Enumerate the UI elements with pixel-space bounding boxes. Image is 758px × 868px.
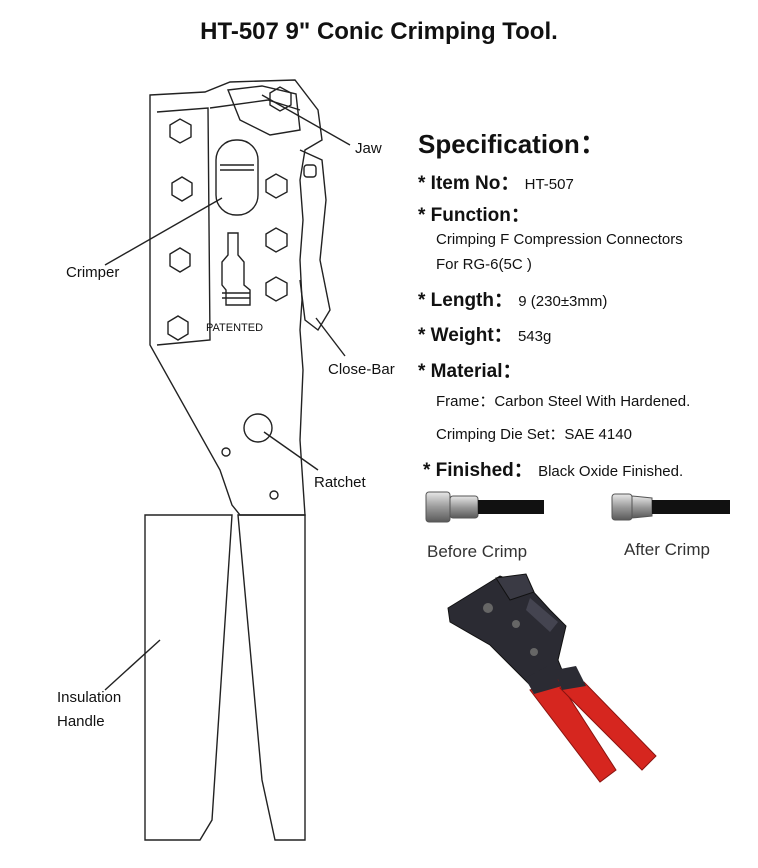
item-no-label: * Item No： (418, 173, 520, 194)
page-title: HT-507 9" Conic Crimping Tool. (200, 18, 558, 45)
right-handle (237, 514, 306, 841)
head-outline (149, 79, 323, 516)
crimper-slot (215, 139, 259, 216)
material-label: * Material： (418, 361, 522, 382)
function-line2: For RG-6(5C ) (436, 256, 532, 273)
function-label: * Function： (418, 205, 530, 226)
weight-value: 543g (517, 328, 552, 345)
material-frame: Frame：Carbon Steel With Hardened. (436, 393, 691, 410)
jaw-plate (227, 85, 301, 136)
before-crimp-connector-image (425, 491, 544, 523)
length-label: * Length： (418, 290, 513, 311)
spec-weight: * Weight： 543g (418, 320, 551, 347)
crimping-tool-photo (447, 573, 657, 783)
patented-mark: PATENTED (206, 322, 264, 334)
insulation-label-line2: Handle (57, 713, 105, 730)
material-die: Crimping Die Set：SAE 4140 (436, 426, 632, 443)
connector-drawing (221, 232, 251, 306)
finished-label: * Finished： (423, 460, 533, 481)
finished-value: Black Oxide Finished. (538, 463, 684, 480)
spec-finished: * Finished： Black Oxide Finished. (423, 455, 683, 482)
item-no-value: HT-507 (524, 176, 574, 193)
close-bar-outline (299, 149, 331, 332)
crimper-label: Crimper (66, 264, 120, 281)
ratchet-circle (243, 413, 273, 443)
spec-item-no: * Item No： HT-507 (418, 168, 574, 195)
function-line1: Crimping F Compression Connectors (436, 231, 683, 248)
before-crimp-caption: Before Crimp (427, 542, 528, 561)
specification-heading: Specification： (418, 129, 606, 159)
after-crimp-caption: After Crimp (624, 540, 710, 559)
close-bar-label: Close-Bar (328, 361, 395, 378)
left-handle (144, 514, 233, 841)
weight-label: * Weight： (418, 325, 513, 346)
spec-length: * Length： 9 (230±3mm) (418, 285, 607, 312)
ratchet-label: Ratchet (314, 474, 366, 491)
jaw-label: Jaw (355, 140, 382, 157)
tool-line-drawing (104, 79, 351, 841)
length-value: 9 (230±3mm) (518, 293, 608, 310)
insulation-label-line1: Insulation (57, 689, 122, 706)
after-crimp-connector-image (611, 493, 730, 521)
